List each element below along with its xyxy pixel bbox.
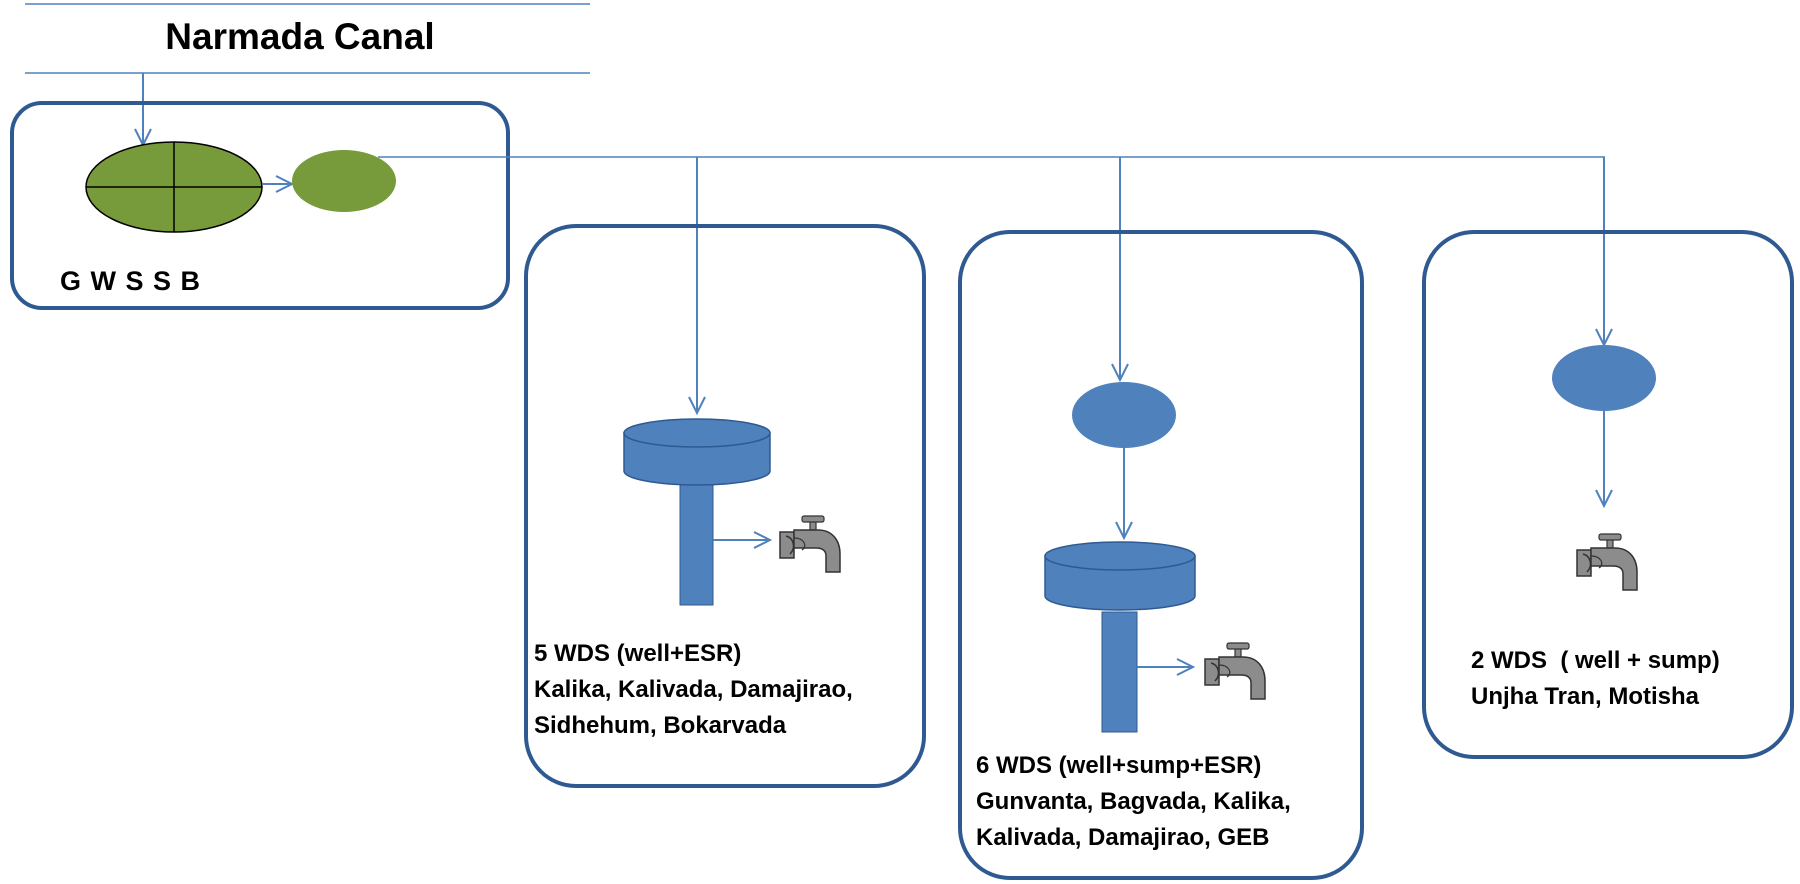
faucet-icon xyxy=(1204,642,1266,700)
station-2-heading: 6 WDS (well+sump+ESR) xyxy=(976,752,1262,779)
station-1-villages-line-1: Kalika, Kalivada, Damajirao, xyxy=(534,676,853,703)
station-1-box xyxy=(524,224,926,788)
station-2-villages-line-1: Gunvanta, Bagvada, Kalika, xyxy=(976,788,1291,815)
sump-icon xyxy=(1552,345,1656,411)
station-3-villages-line-1: Unjha Tran, Motisha xyxy=(1471,683,1700,710)
station-3-caption: 2 WDS ( well + sump) Unjha Tran, Motisha xyxy=(1471,643,1720,715)
sump-icon xyxy=(1072,382,1176,448)
station-3-box xyxy=(1422,230,1794,759)
faucet-icon xyxy=(1576,533,1638,591)
station-1-caption: 5 WDS (well+ESR) Kalika, Kalivada, Damaj… xyxy=(534,636,853,744)
water-tower-icon xyxy=(1044,541,1196,733)
treatment-plant-icon xyxy=(85,141,263,233)
station-1-heading: 5 WDS (well+ESR) xyxy=(534,640,742,667)
station-2-caption: 6 WDS (well+sump+ESR) Gunvanta, Bagvada,… xyxy=(976,748,1291,856)
source-label: G W S S B xyxy=(60,266,202,296)
water-tower-icon xyxy=(623,418,771,606)
source-sump-icon xyxy=(292,150,396,212)
page-title: Narmada Canal xyxy=(165,16,435,57)
source-box xyxy=(10,101,510,310)
faucet-icon xyxy=(779,515,841,573)
station-2-villages-line-2: Kalivada, Damajirao, GEB xyxy=(976,824,1270,851)
station-1-villages-line-2: Sidhehum, Bokarvada xyxy=(534,712,787,739)
station-2-box xyxy=(958,230,1364,880)
station-3-heading: 2 WDS ( well + sump) xyxy=(1471,647,1720,674)
